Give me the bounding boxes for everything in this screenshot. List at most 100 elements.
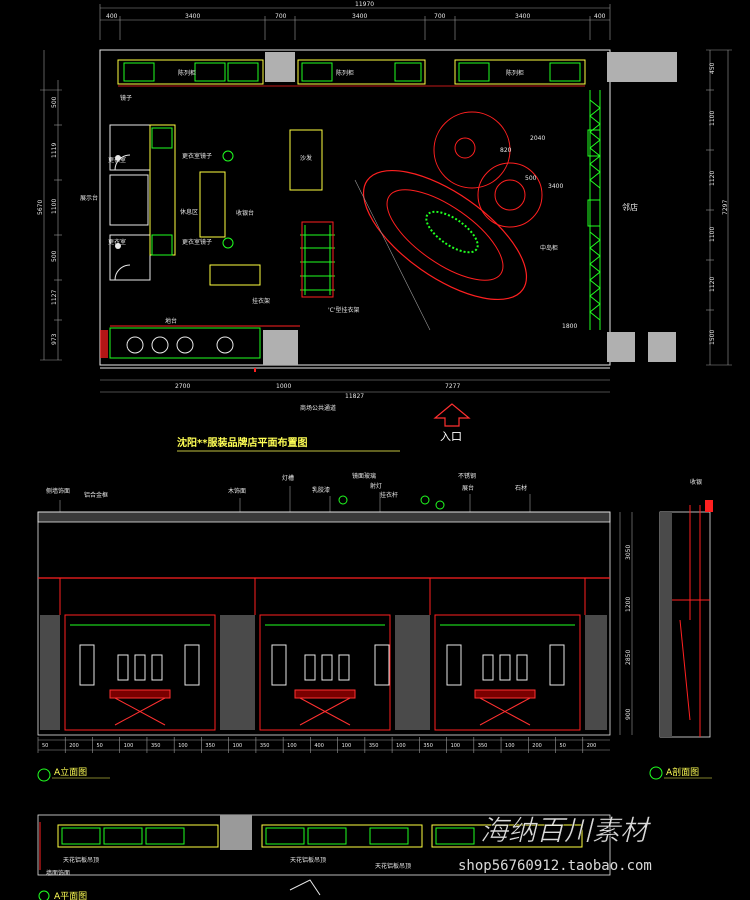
elev-bottom-dim: 100	[233, 743, 243, 749]
plan-title: 沈阳**服装品牌店平面布置图	[177, 436, 307, 449]
elev-bottom-dim: 200	[532, 743, 542, 749]
bay-2	[259, 614, 391, 731]
left-dim-5: 1127	[51, 290, 58, 305]
top-dim-6: 3400	[515, 13, 530, 20]
cashier-desk	[209, 264, 261, 286]
fitting-rooms	[109, 124, 176, 281]
callout-9: 不锈钢	[458, 472, 476, 480]
right-dim-4: 1100	[709, 227, 716, 242]
neighbor-label: 邻店	[622, 202, 638, 212]
column-right-1	[607, 332, 635, 362]
elev-bottom-dim: 100	[451, 743, 461, 749]
callout-11: 石材	[515, 484, 527, 492]
column-bottom	[263, 330, 298, 365]
sofa	[289, 129, 323, 191]
bottom-plan-label-1: 天花铝板吊顶	[63, 856, 99, 864]
floor-platform	[109, 327, 261, 359]
fitting-room-1: 更衣室	[108, 156, 126, 164]
store-outline	[99, 49, 611, 366]
cabinet-label-1: 陈列柜	[178, 69, 196, 77]
c-hanger-rack	[300, 221, 335, 298]
top-dim-4: 3400	[352, 13, 367, 20]
left-dim-3: 1100	[51, 199, 58, 214]
bottom-dim-2: 1000	[276, 383, 291, 390]
elev-bottom-dim: 350	[260, 743, 270, 749]
bottom-plan-label-2: 墙面饰面	[46, 869, 70, 877]
bay-3	[434, 614, 581, 731]
entrance-label: 入口	[440, 430, 462, 443]
fitting-room-2: 更衣室	[108, 238, 126, 246]
callout-4: 灯槽	[282, 474, 294, 482]
elevation-callouts: 侧墙饰面 铝合金框 木饰面 灯槽 乳胶漆 镜面玻璃 射灯 挂衣杆 不锈钢 展台 …	[46, 472, 702, 499]
right-dim-6: 1500	[709, 330, 716, 345]
display-cabinet-row	[117, 59, 586, 87]
elev-bottom-dim: 400	[314, 743, 324, 749]
right-total-dim: 7297	[722, 200, 729, 215]
sofa-label: 沙发	[300, 154, 312, 162]
top-dim-1: 400	[106, 13, 118, 20]
bottom-dim-1: 2700	[175, 383, 190, 390]
public-corridor: 商场公共通道	[300, 404, 336, 412]
elev-bottom-dim: 350	[205, 743, 215, 749]
right-dim-3: 1120	[709, 171, 716, 186]
elev-bottom-dim: 350	[423, 743, 433, 749]
watermark-shop: shop56760912.taobao.com	[458, 858, 652, 874]
right-dim-1: 450	[709, 62, 716, 74]
annot-hanger-2: 挂衣架	[252, 297, 270, 305]
elev-bottom-dim: 50	[560, 743, 566, 749]
annot-2040: 2040	[530, 135, 545, 142]
floor-label: 地台	[165, 317, 177, 325]
top-dim-3: 700	[275, 13, 287, 20]
elev-right-dim-4: 900	[625, 708, 632, 720]
annot-1800: 1800	[562, 323, 577, 330]
top-dim-7: 400	[594, 13, 606, 20]
elev-bottom-dim: 200	[69, 743, 79, 749]
bottom-plan: 天花铝板吊顶 墙面饰面 天花铝板吊顶 天花铝板吊顶 A平面图	[37, 814, 611, 900]
elev-bottom-dim: 100	[396, 743, 406, 749]
annot-mirror: 镜子	[120, 94, 132, 102]
rest-sofa	[199, 171, 226, 238]
center-rack-label: 中岛柜	[540, 244, 558, 252]
floor-plan: 11970 400 3400 700 3400 700 3400 400 567…	[37, 1, 732, 452]
elev-right-dim-3: 2850	[625, 650, 632, 665]
right-dim-5: 1120	[709, 277, 716, 292]
callout-5: 乳胶漆	[312, 486, 330, 494]
cabinet-label-3: 陈列柜	[506, 69, 524, 77]
callout-2: 铝合金框	[84, 491, 108, 499]
bottom-dim-3: 7277	[445, 383, 460, 390]
bottom-plan-label-4: 天花铝板吊顶	[375, 862, 411, 870]
elev-right-dim-1: 3050	[625, 545, 632, 560]
callout-8: 挂衣杆	[380, 491, 398, 499]
elev-bottom-dim: 100	[124, 743, 134, 749]
elevation-title: A立面图	[54, 766, 87, 778]
mirror-label-2: 更衣室镜子	[182, 238, 212, 246]
annot-500: 500	[525, 175, 537, 182]
column-right-2	[648, 332, 676, 362]
callout-12: 收银	[690, 478, 702, 486]
bottom-plan-title: A平面图	[54, 891, 87, 900]
left-dim-6: 973	[51, 333, 58, 345]
cabinet-label-2: 陈列柜	[336, 69, 354, 77]
bay-1	[64, 614, 216, 731]
section-drawing: A剖面图	[649, 500, 713, 780]
top-dim-5: 700	[434, 13, 446, 20]
callout-10: 展台	[462, 484, 474, 492]
elev-bottom-dim: 200	[587, 743, 597, 749]
column-top-1	[265, 52, 295, 82]
bottom-total-dim: 11827	[345, 393, 364, 400]
elev-bottom-dim: 350	[151, 743, 161, 749]
callout-7: 射灯	[370, 482, 382, 490]
elev-bottom-dim: 100	[287, 743, 297, 749]
left-dim-4: 500	[51, 250, 58, 262]
elev-bottom-dim: 50	[42, 743, 48, 749]
left-total-dim: 5670	[37, 200, 44, 215]
elev-bottom-dim: 100	[342, 743, 352, 749]
annot-rest: 休息区	[180, 208, 198, 216]
top-dim-2: 3400	[185, 13, 200, 20]
mirror-label-1: 更衣室镜子	[182, 152, 212, 160]
elev-bottom-dim: 350	[369, 743, 379, 749]
callout-6: 镜面玻璃	[352, 472, 376, 480]
elev-bottom-dim: 100	[505, 743, 515, 749]
left-dim-1: 500	[51, 96, 58, 108]
